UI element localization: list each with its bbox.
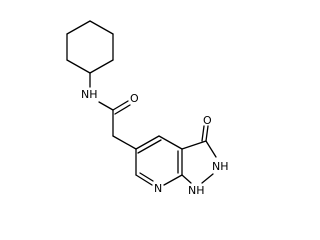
pyridine-nitrogen-label: N [154, 182, 162, 195]
bond [98, 101, 114, 111]
bond [89, 20, 114, 35]
bond [201, 173, 214, 184]
bond [158, 135, 183, 150]
bond [66, 59, 91, 74]
pyridine-ring [135, 135, 183, 186]
bond [201, 125, 205, 142]
bond [181, 140, 207, 150]
bond [89, 59, 114, 74]
bond [135, 135, 160, 150]
bond [163, 174, 183, 186]
pyrazole-nh-upper-label: NH [212, 160, 229, 173]
bond [205, 125, 209, 142]
keto-oxygen-label: O [203, 114, 212, 127]
carbonyl-oxygen-label: O [130, 92, 139, 105]
bond [66, 20, 91, 35]
bond [112, 135, 137, 150]
pyrazole-nh-lower-label: NH [188, 184, 205, 197]
cyclohexane-ring [66, 20, 114, 74]
pyrazolone-ring [181, 125, 217, 184]
amide-nh-label: NH [81, 88, 98, 101]
bond [114, 104, 131, 115]
bond [181, 174, 192, 184]
amide-linker [89, 72, 137, 150]
bond [139, 172, 154, 182]
bond [205, 140, 217, 158]
molecule-structure: NH O O N NH NH [66, 20, 229, 197]
bond [135, 174, 153, 186]
bond [112, 100, 129, 111]
bond [137, 139, 162, 154]
